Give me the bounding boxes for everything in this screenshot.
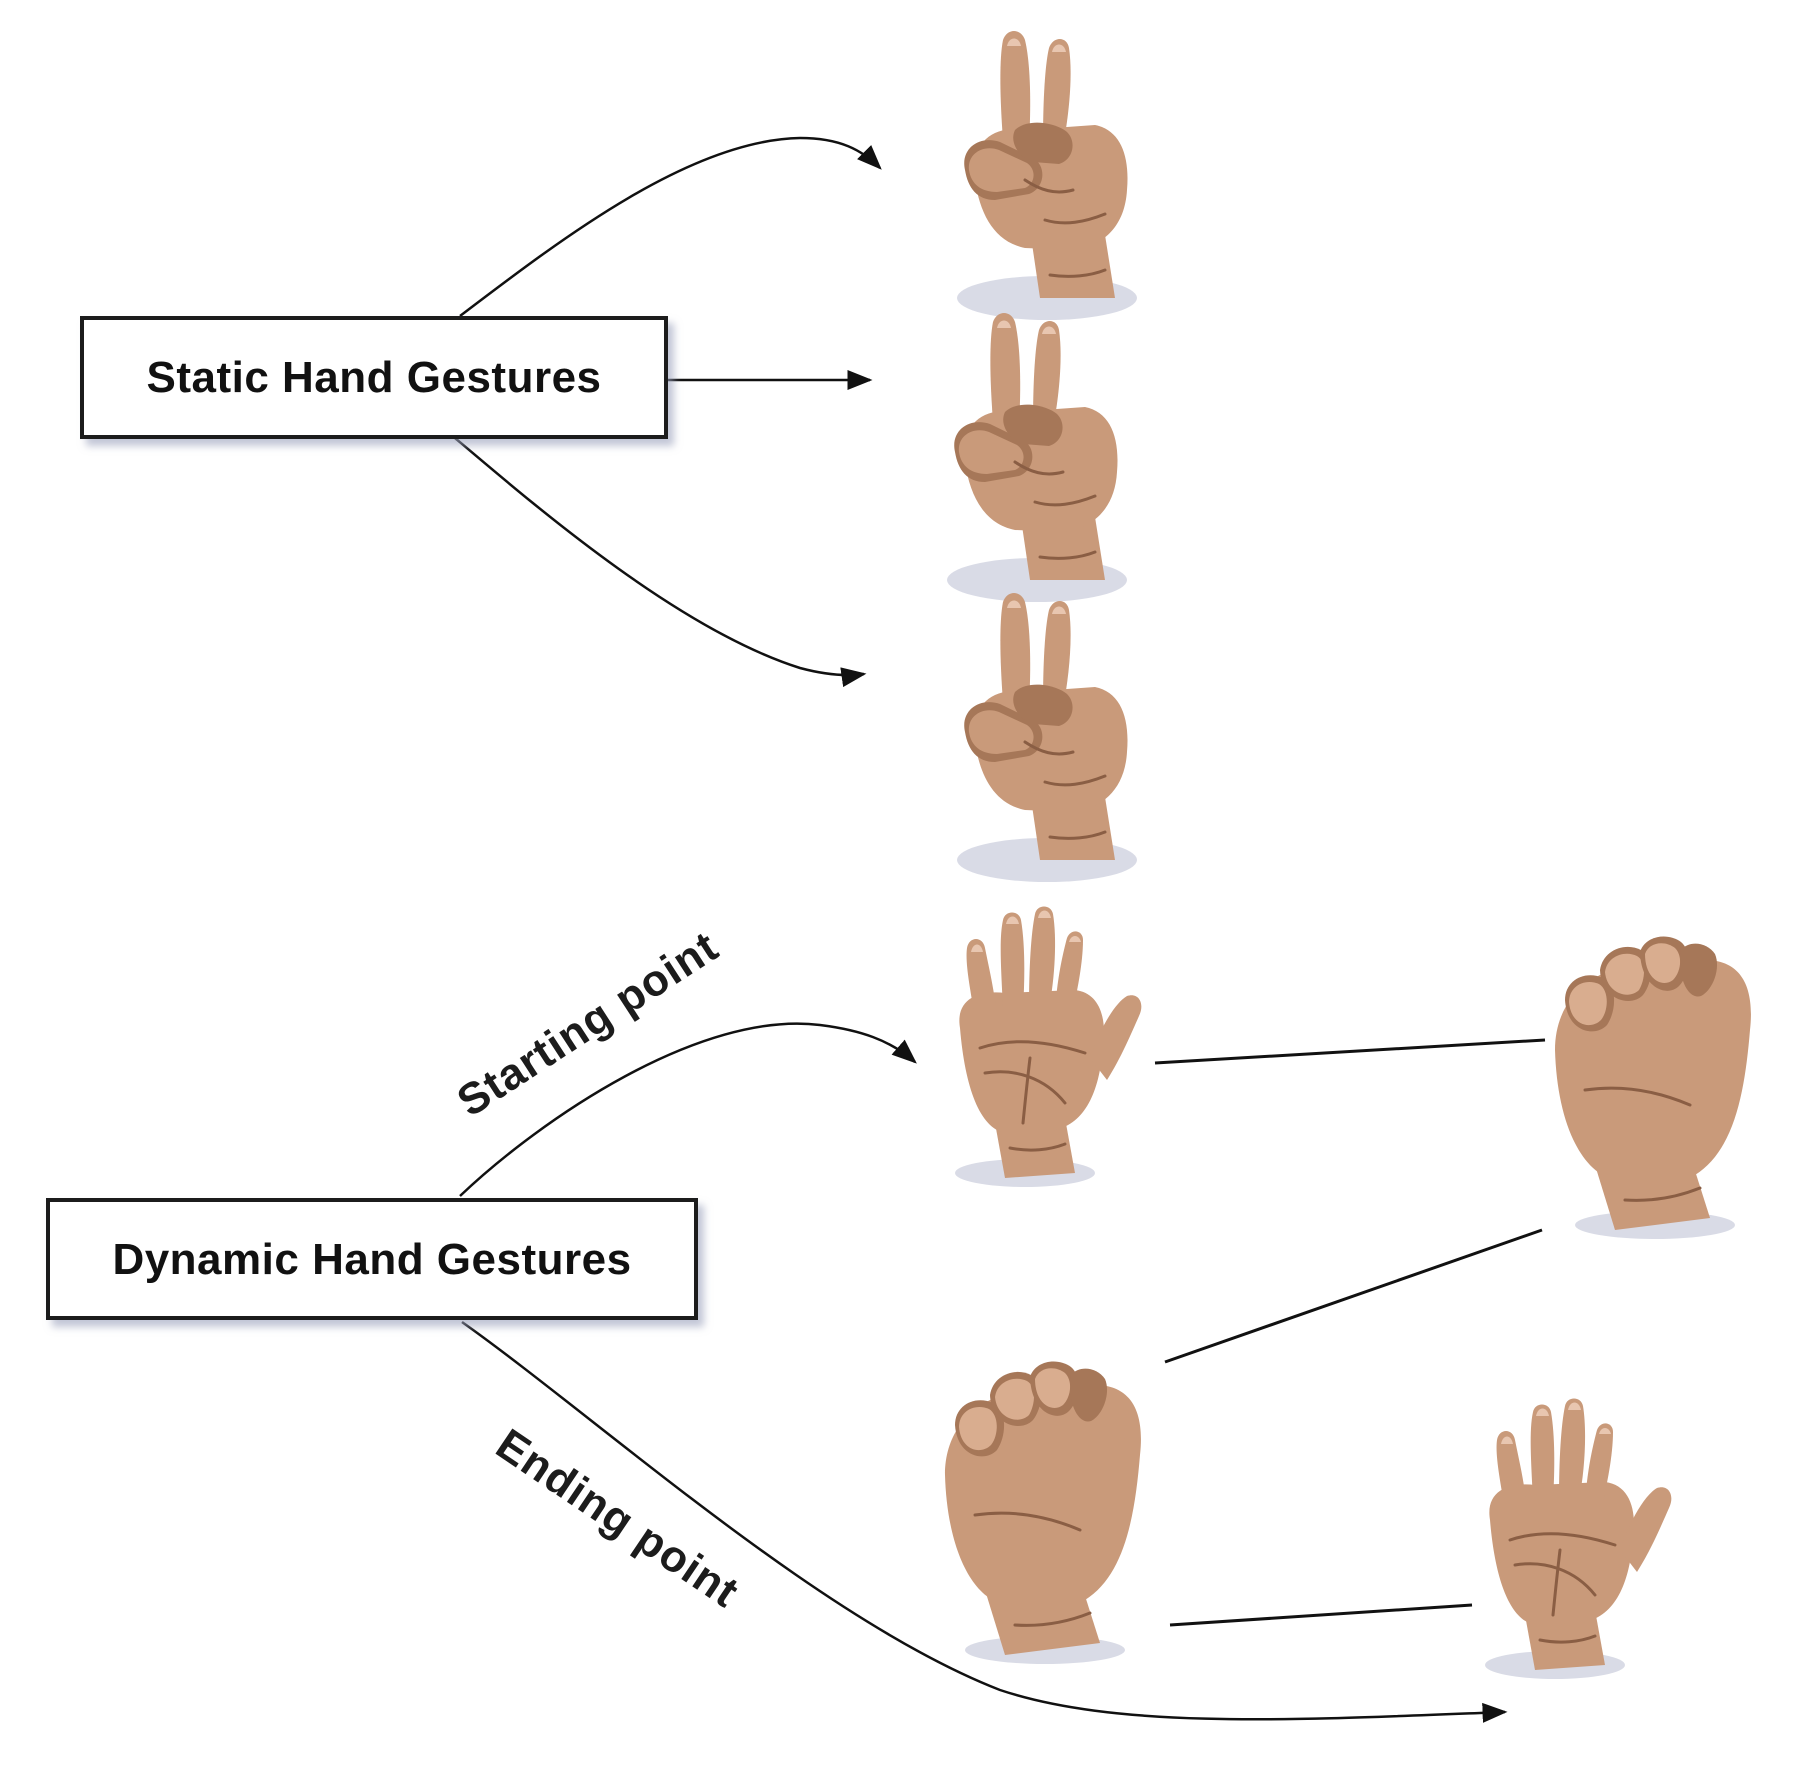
dynamic-gestures-box: Dynamic Hand Gestures — [46, 1198, 698, 1320]
closed-fist-icon — [1553, 935, 1753, 1241]
two-finger-hand-icon — [955, 29, 1139, 322]
closed-fist-icon — [943, 1360, 1143, 1666]
static-gestures-label: Static Hand Gestures — [146, 353, 601, 402]
open-palm-icon — [1483, 1397, 1673, 1681]
ending-point-arrow — [461, 1320, 1508, 1723]
ending-point-label: Ending point — [487, 1420, 747, 1618]
connector-line — [1169, 1603, 1473, 1627]
static-gestures-box: Static Hand Gestures — [80, 316, 668, 439]
open-palm-icon — [953, 905, 1143, 1189]
connector-line — [1164, 1228, 1543, 1364]
dynamic-gestures-label: Dynamic Hand Gestures — [112, 1235, 631, 1284]
connector-line — [1154, 1038, 1546, 1065]
two-finger-hand-icon — [955, 591, 1139, 884]
starting-point-label: Starting point — [449, 922, 727, 1126]
starting-point-arrow — [459, 1022, 917, 1197]
static-arrow-top — [459, 136, 882, 317]
static-arrow-bottom — [454, 437, 867, 688]
two-finger-hand-icon — [945, 311, 1129, 604]
